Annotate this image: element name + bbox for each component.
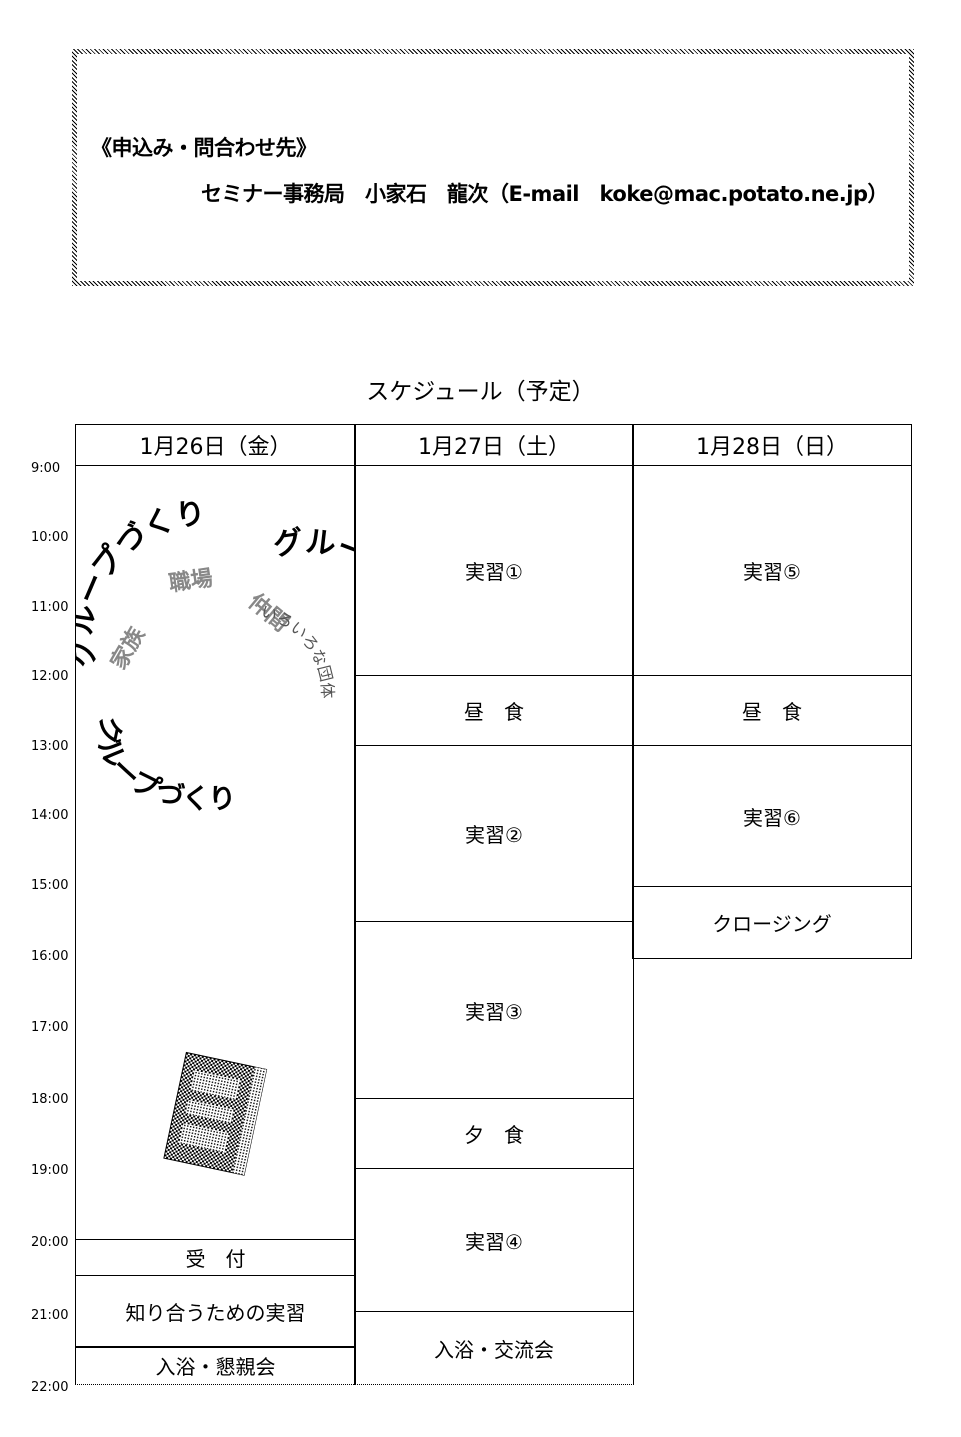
contact-box: 《申込み・問合わせ先》 セミナー事務局 小家石 龍次（E-mail koke@m…	[72, 49, 914, 286]
word-workplace: 職場	[167, 565, 214, 597]
time-label: 12:00	[31, 669, 69, 684]
time-label: 21:00	[31, 1308, 69, 1323]
day-column-sat: 実習① 昼 食 実習② 実習③ 夕 食 実習④ 入浴・交流会	[354, 465, 634, 1385]
day-header-fri: 1月26日（金）	[75, 424, 356, 466]
event-cell: 入浴・交流会	[434, 1338, 554, 1362]
time-label: 17:00	[31, 1020, 69, 1035]
event-cell: 昼 食	[633, 676, 911, 746]
event-cell: 昼 食	[355, 676, 633, 746]
decorative-wordart: グループづくり グループづくり グループづくり 家族 職場 仲間 いろいろな団体	[75, 496, 356, 816]
event-cell: 実習④	[355, 1169, 633, 1312]
event-cell: 実習⑤	[633, 465, 911, 676]
word-family: 家族	[106, 622, 151, 674]
event-cell: 知り合うための実習	[76, 1276, 355, 1347]
contact-heading: 《申込み・問合わせ先》	[91, 136, 317, 160]
contact-inner: 《申込み・問合わせ先》 セミナー事務局 小家石 龍次（E-mail koke@m…	[77, 54, 909, 281]
day-header-sat: 1月27日（土）	[354, 424, 634, 466]
divider	[76, 1239, 355, 1240]
contact-details: セミナー事務局 小家石 龍次（E-mail koke@mac.potato.ne…	[201, 182, 888, 206]
arc-text-bottom: グループづくり	[90, 714, 237, 816]
event-cell: 入浴・懇親会	[76, 1347, 355, 1383]
event-cell: 実習③	[355, 922, 633, 1099]
word-various: いろいろな団体	[259, 601, 338, 698]
time-label: 14:00	[31, 808, 69, 823]
time-label: 16:00	[31, 949, 69, 964]
schedule-title: スケジュール（予定）	[366, 379, 595, 405]
time-label: 19:00	[31, 1163, 69, 1178]
time-label: 15:00	[31, 878, 69, 893]
event-cell: 実習①	[355, 465, 633, 676]
time-label: 9:00	[31, 461, 61, 476]
day-column-sun: 実習⑤ 昼 食 実習⑥ クロージング	[632, 465, 912, 959]
day-column-fri: 受 付 知り合うための実習 入浴・懇親会	[75, 465, 356, 1385]
bottom-dotted-line	[75, 1384, 634, 1385]
notebook-graphic	[163, 1051, 268, 1176]
time-label: 22:00	[31, 1380, 69, 1395]
time-label: 13:00	[31, 739, 69, 754]
event-cell: クロージング	[712, 911, 832, 936]
event-cell: 実習②	[355, 746, 633, 922]
event-cell: 実習⑥	[633, 746, 911, 887]
time-label: 18:00	[31, 1092, 69, 1107]
time-label: 11:00	[31, 600, 69, 615]
event-cell: 夕 食	[355, 1099, 633, 1169]
time-label: 10:00	[31, 530, 69, 545]
event-cell: 受 付	[76, 1240, 355, 1276]
day-header-sun: 1月28日（日）	[632, 424, 912, 466]
time-label: 20:00	[31, 1235, 69, 1250]
